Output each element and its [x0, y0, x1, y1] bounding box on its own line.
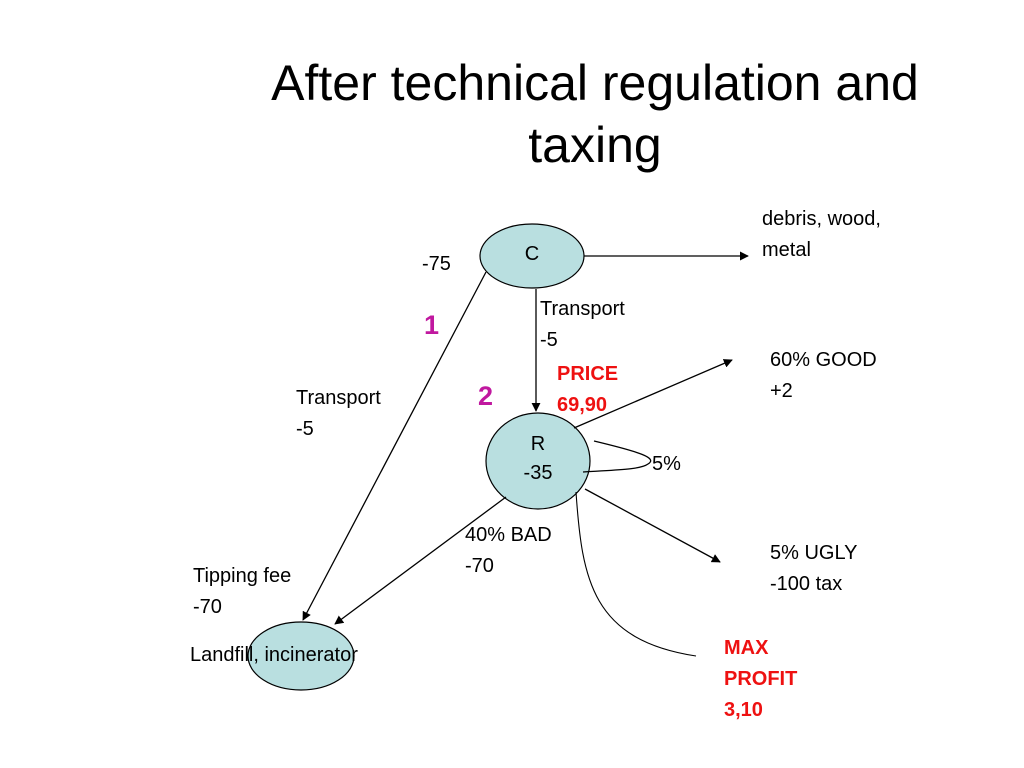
node-r [485, 412, 591, 510]
curve-to-max-profit [575, 491, 697, 657]
node-r-label: R -35 [508, 430, 568, 488]
arrow-r-to-landfill [334, 496, 507, 625]
title-line-1: After technical regulation and [271, 55, 919, 111]
label-bad: 40% BAD -70 [465, 524, 552, 577]
node-r-value: -35 [523, 462, 553, 484]
route-number-1: 1 [424, 310, 440, 340]
label-tipping-fee: Tipping fee -70 [193, 565, 292, 618]
label-price: PRICE 69,90 [557, 363, 619, 416]
slide-title: After technical regulation and taxing [210, 52, 980, 176]
label-ugly: 5% UGLY -100 tax [770, 542, 858, 595]
label-transport-c-landfill: Transport -5 [296, 387, 381, 440]
node-c-label: C [524, 243, 540, 265]
arrow-c-to-landfill [302, 271, 487, 621]
label-c-value: -75 [422, 253, 451, 275]
label-max-profit: MAX PROFIT 3,10 [724, 637, 798, 721]
label-good: 60% GOOD +2 [770, 349, 877, 402]
route-number-2: 2 [478, 381, 494, 411]
title-line-2: taxing [528, 117, 662, 173]
label-loop: 5% [652, 453, 681, 475]
node-landfill-label: Landfill, incinerator [190, 644, 358, 666]
label-transport-c-r: Transport -5 [540, 298, 625, 351]
loop-r-5pct [582, 440, 652, 473]
node-r-letter: R [530, 433, 546, 455]
arrow-r-to-good [573, 359, 733, 429]
arrow-r-to-ugly [584, 488, 721, 563]
label-debris: debris, wood, metal [762, 208, 881, 261]
node-landfill [247, 621, 355, 691]
